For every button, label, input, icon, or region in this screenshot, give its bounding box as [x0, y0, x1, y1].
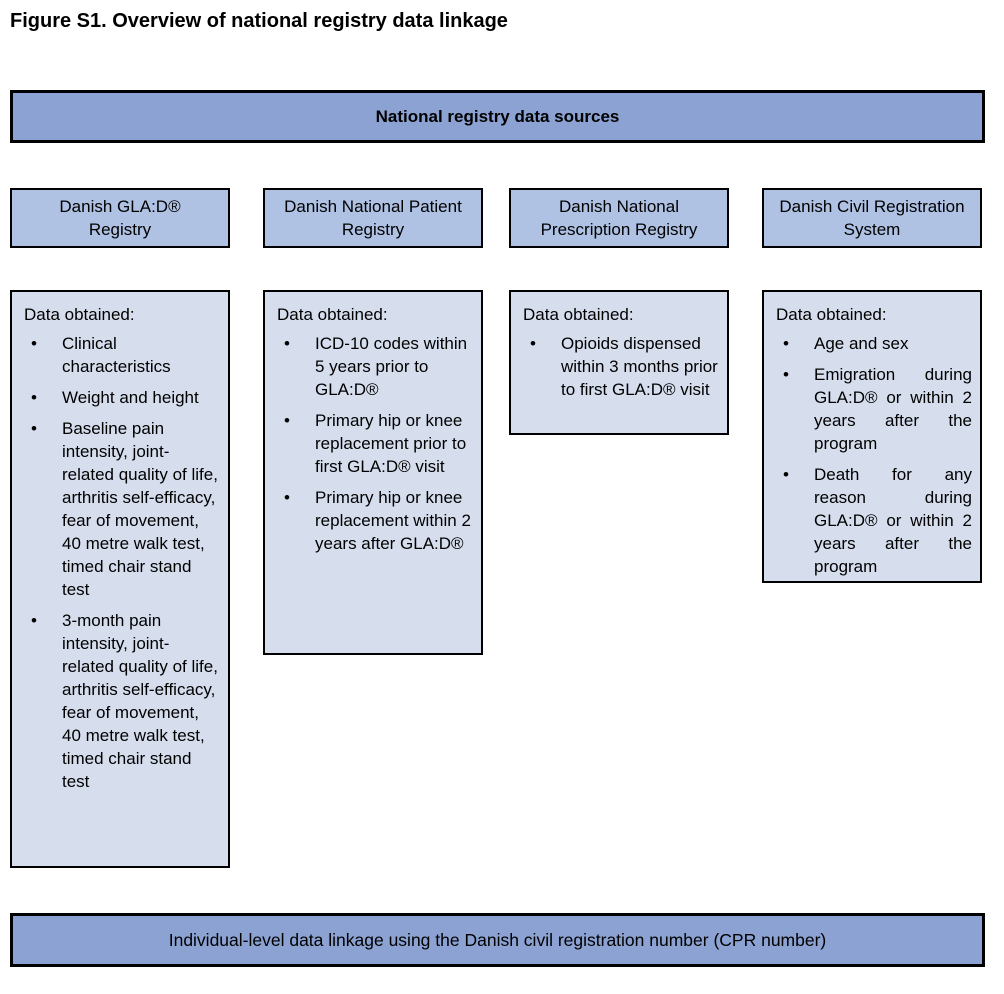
registry-header-glad: Danish GLA:D® Registry [10, 188, 230, 248]
bullet-item: • ICD-10 codes within 5 years prior to G… [277, 332, 473, 401]
bullet-item: • Opioids dispensed within 3 months prio… [523, 332, 719, 401]
bullet-dot: • [284, 334, 290, 353]
bullet-text: Primary hip or knee replacement within 2… [315, 488, 471, 553]
registry-header-label: Danish Civil Registration System [779, 197, 965, 239]
bottom-banner-label: Individual-level data linkage using the … [168, 929, 827, 950]
bullet-text: Clinical characteristics [62, 334, 171, 376]
bullet-dot: • [31, 611, 37, 630]
bullet-item: • Death for any reason during GLA:D® or … [776, 463, 972, 578]
registry-header-civil: Danish Civil Registration System [762, 188, 982, 248]
bullet-text: Age and sex [814, 334, 909, 353]
data-box-civil: Data obtained: • Age and sex • Emigratio… [762, 290, 982, 583]
bullet-text: Opioids dispensed within 3 months prior … [561, 334, 718, 399]
registry-header-label: Danish National Prescription Registry [540, 197, 698, 239]
bullet-text: 3-month pain intensity, joint-related qu… [62, 611, 218, 791]
bullet-list: • Clinical characteristics • Weight and … [24, 332, 220, 793]
bullet-text: ICD-10 codes within 5 years prior to GLA… [315, 334, 468, 399]
bullet-dot: • [284, 411, 290, 430]
bullet-text: Death for any reason during GLA:D® or wi… [814, 465, 972, 576]
bullet-dot: • [31, 334, 37, 353]
bullet-item: • Primary hip or knee replacement prior … [277, 409, 473, 478]
bullet-dot: • [783, 334, 789, 353]
registry-header-patient: Danish National Patient Registry [263, 188, 483, 248]
bullet-dot: • [284, 488, 290, 507]
top-banner-label: National registry data sources [375, 106, 620, 126]
bullet-item: • 3-month pain intensity, joint-related … [24, 609, 220, 793]
data-obtained-heading: Data obtained: [523, 305, 634, 324]
bullet-text: Baseline pain intensity, joint-related q… [62, 419, 218, 599]
bullet-text: Weight and height [62, 388, 199, 407]
figure-title: Figure S1. Overview of national registry… [10, 10, 508, 32]
bullet-dot: • [783, 465, 789, 484]
bullet-list: • Age and sex • Emigration during GLA:D®… [776, 332, 972, 578]
registry-header-prescription: Danish National Prescription Registry [509, 188, 729, 248]
data-obtained-heading: Data obtained: [776, 305, 887, 324]
bullet-dot: • [31, 419, 37, 438]
data-box-glad: Data obtained: • Clinical characteristic… [10, 290, 230, 868]
registry-header-label: Danish GLA:D® Registry [59, 197, 181, 239]
data-obtained-heading: Data obtained: [24, 305, 135, 324]
bullet-list: • ICD-10 codes within 5 years prior to G… [277, 332, 473, 555]
registry-header-label: Danish National Patient Registry [284, 197, 462, 239]
bullet-dot: • [530, 334, 536, 353]
data-obtained-heading: Data obtained: [277, 305, 388, 324]
bullet-item: • Baseline pain intensity, joint-related… [24, 417, 220, 601]
bullet-item: • Age and sex [776, 332, 972, 355]
bullet-text: Emigration during GLA:D® or within 2 yea… [814, 365, 972, 453]
data-box-patient: Data obtained: • ICD-10 codes within 5 y… [263, 290, 483, 655]
top-banner: National registry data sources [10, 90, 985, 143]
bullet-item: • Weight and height [24, 386, 220, 409]
bullet-item: • Clinical characteristics [24, 332, 220, 378]
bullet-text: Primary hip or knee replacement prior to… [315, 411, 467, 476]
bullet-dot: • [783, 365, 789, 384]
bullet-item: • Emigration during GLA:D® or within 2 y… [776, 363, 972, 455]
bullet-dot: • [31, 388, 37, 407]
bottom-banner: Individual-level data linkage using the … [10, 913, 985, 967]
bullet-item: • Primary hip or knee replacement within… [277, 486, 473, 555]
data-box-prescription: Data obtained: • Opioids dispensed withi… [509, 290, 729, 435]
bullet-list: • Opioids dispensed within 3 months prio… [523, 332, 719, 401]
